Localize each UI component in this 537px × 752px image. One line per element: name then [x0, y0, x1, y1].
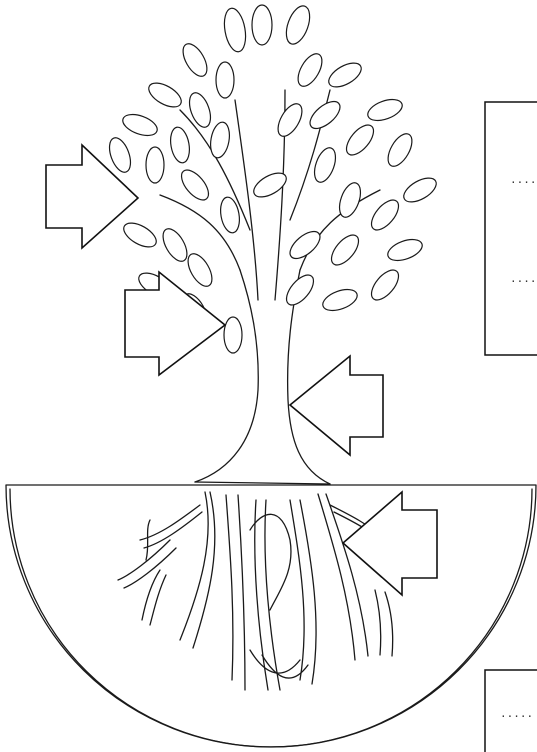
answer-line-1[interactable]: ......	[510, 173, 537, 186]
arrow-roots	[343, 492, 437, 595]
answer-line-2[interactable]: ......	[510, 272, 537, 285]
arrow-trunk	[290, 356, 383, 455]
ground-semicircle-inner	[10, 489, 532, 747]
answer-line-3[interactable]: .....	[500, 707, 533, 720]
roots	[118, 492, 393, 690]
ground-semicircle	[6, 485, 536, 747]
answer-box-1[interactable]	[485, 102, 537, 355]
arrow-branches	[125, 272, 225, 375]
